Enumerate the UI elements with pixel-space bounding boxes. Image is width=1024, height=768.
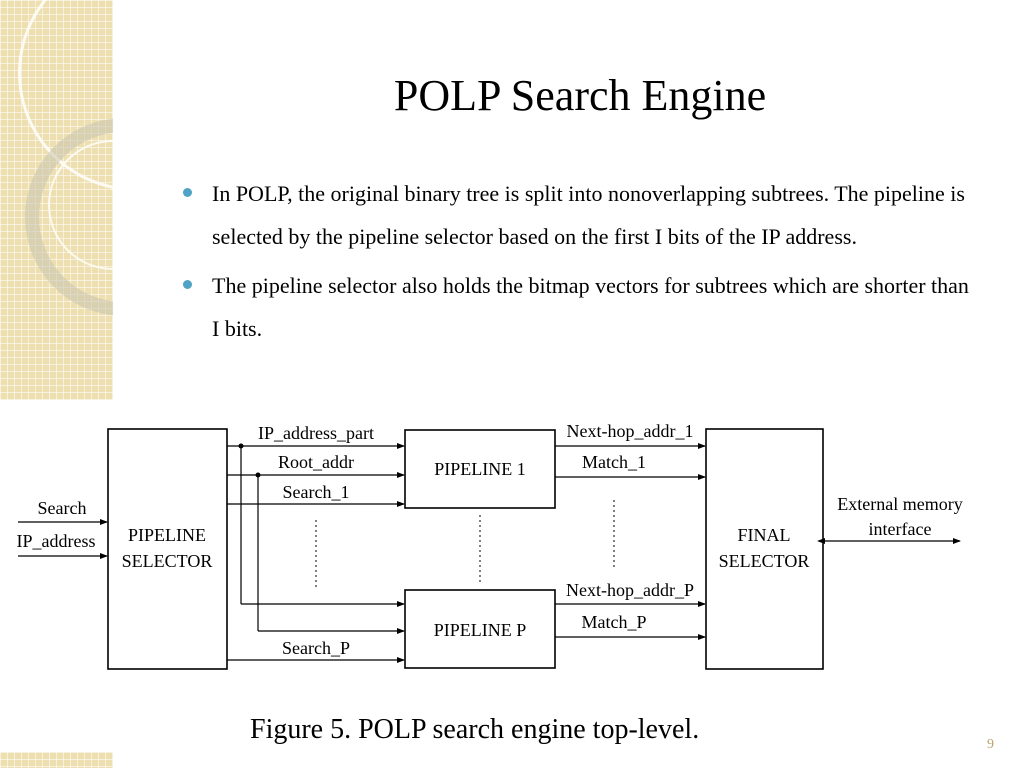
bullet-text: In POLP, the original binary tree is spl…: [212, 181, 965, 249]
junction-dot: [238, 443, 244, 449]
bullet-dot-icon: [183, 280, 192, 289]
decorative-side-strip-bottom: [0, 752, 113, 768]
match-1-label: Match_1: [582, 452, 646, 472]
search-p-label: Search_P: [282, 638, 350, 658]
bullet-dot-icon: [183, 188, 192, 197]
pipeline-p-block: [404, 589, 556, 669]
pipeline-selector-label: PIPELINE: [128, 525, 206, 545]
pipeline-selector-block: [107, 428, 228, 670]
pipeline-block-diagram: PIPELINE SELECTOR PIPELINE 1 PIPELINE P …: [17, 421, 963, 670]
bullet-text: The pipeline selector also holds the bit…: [212, 273, 969, 341]
ip-address-part-label: IP_address_part: [258, 423, 374, 443]
final-selector-label: FINAL: [738, 525, 791, 545]
pipeline-1-label: PIPELINE 1: [434, 459, 526, 479]
external-memory-label: interface: [869, 519, 932, 539]
ip-address-input-label: IP_address: [17, 531, 96, 551]
next-hop-1-label: Next-hop_addr_1: [567, 421, 694, 441]
bullet-item: In POLP, the original binary tree is spl…: [180, 172, 980, 258]
search-input-label: Search: [38, 498, 87, 518]
figure-caption: Figure 5. POLP search engine top-level.: [250, 714, 700, 745]
pipeline-selector-label: SELECTOR: [122, 551, 213, 571]
slide-title: POLP Search Engine: [393, 71, 767, 120]
final-selector-block: [705, 428, 824, 670]
search-1-label: Search_1: [283, 482, 350, 502]
match-p-label: Match_P: [582, 612, 647, 632]
external-memory-label: External memory: [837, 494, 962, 514]
junction-dot: [255, 472, 261, 478]
pipeline-p-label: PIPELINE P: [434, 620, 527, 640]
next-hop-p-label: Next-hop_addr_P: [566, 580, 694, 600]
root-addr-label: Root_addr: [278, 452, 354, 472]
pipeline-1-block: [404, 429, 556, 509]
bullet-item: The pipeline selector also holds the bit…: [180, 264, 980, 350]
decorative-side-strip: [0, 0, 113, 400]
page-number: 9: [987, 737, 994, 752]
bullet-list: In POLP, the original binary tree is spl…: [180, 172, 980, 356]
final-selector-label: SELECTOR: [719, 551, 810, 571]
